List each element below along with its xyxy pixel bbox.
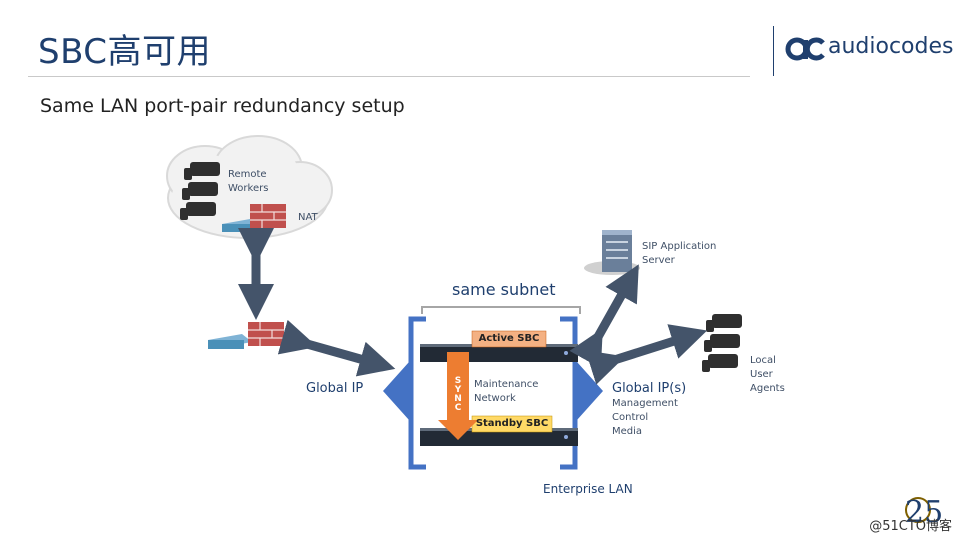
- page-title: SBC高可用: [38, 32, 212, 72]
- brand-name: audiocodes: [828, 34, 954, 59]
- global-ips-label: Global IP(s): [612, 381, 687, 396]
- local-phone-icon: [702, 314, 742, 372]
- same-subnet-label: same subnet: [452, 280, 556, 299]
- standby-sbc-label: Standby SBC: [475, 418, 549, 429]
- edge-router-icon: [208, 334, 252, 349]
- enterprise-lan-label: Enterprise LAN: [543, 482, 633, 496]
- svg-text:25: 25: [905, 495, 943, 530]
- brand-divider: [773, 26, 774, 76]
- anniversary-badge-icon: 25: [905, 495, 943, 530]
- remote-phone-icon: [180, 162, 220, 220]
- nat-firewall-icon: [250, 204, 286, 228]
- active-sbc-badge: [471, 330, 547, 348]
- title-divider: [28, 76, 750, 77]
- global-ip-left-arrow: [383, 362, 409, 420]
- edge-firewall-icon: [248, 322, 284, 346]
- global-ip-right-arrow: [577, 362, 603, 420]
- sip-server-icon: [584, 230, 640, 275]
- sync-label: SYNC: [454, 376, 462, 413]
- watermark: @51CTO博客: [869, 519, 952, 534]
- audiocodes-logo-icon: [785, 37, 825, 61]
- nat-label: NAT: [298, 212, 318, 223]
- sync-arrow: [438, 352, 478, 440]
- global-ip-label: Global IP: [306, 381, 364, 396]
- active-sbc-label: Active SBC: [478, 333, 540, 344]
- subtitle: Same LAN port-pair redundancy setup: [40, 95, 405, 117]
